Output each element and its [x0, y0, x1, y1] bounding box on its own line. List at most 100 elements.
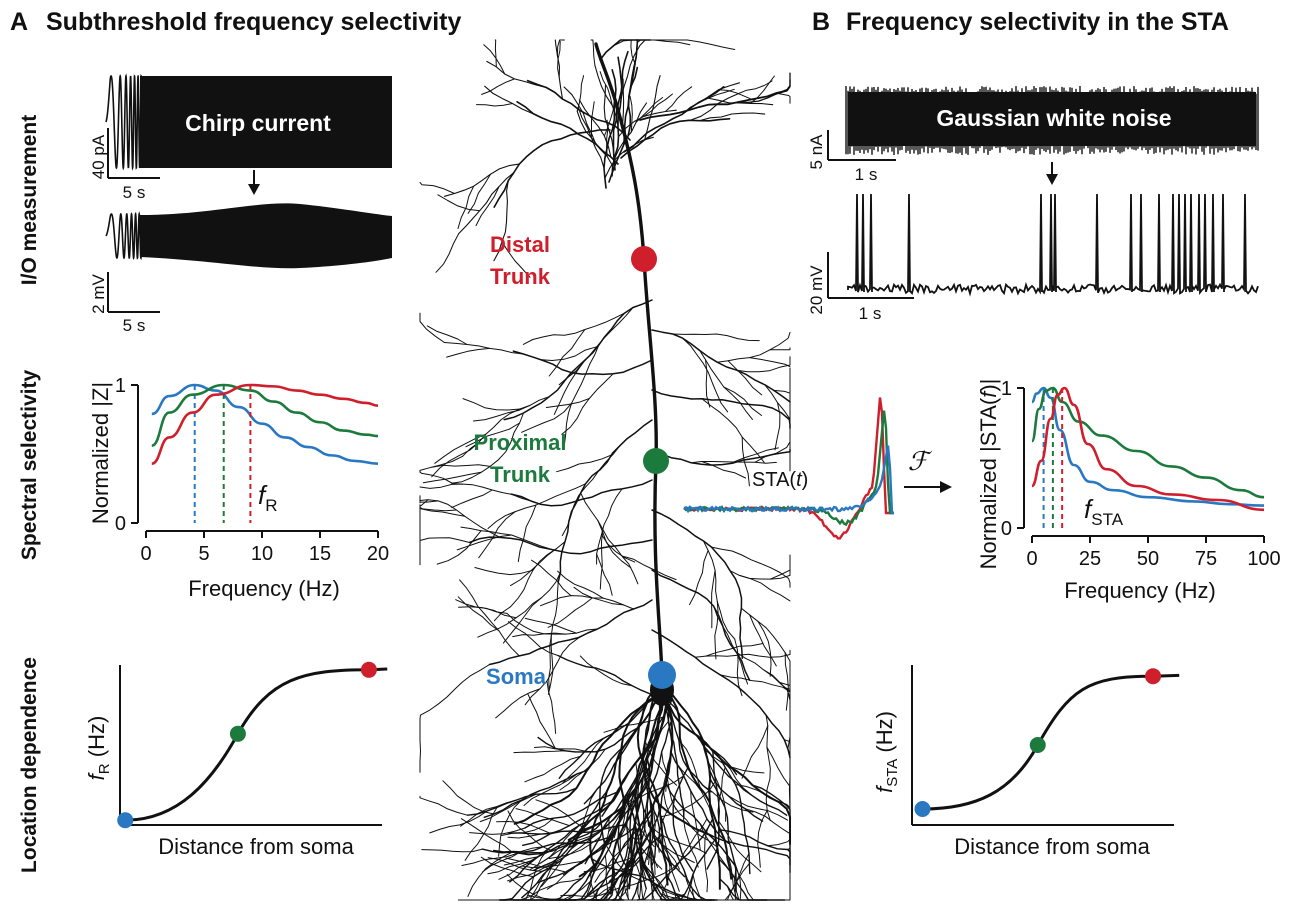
dendrite: [465, 422, 521, 448]
x-tick-label: 5: [198, 543, 209, 565]
dendrite: [644, 75, 661, 141]
panel-b-title: Frequency selectivity in the STA: [846, 8, 1229, 36]
dendrite: [495, 688, 541, 719]
dendrite: [642, 807, 658, 869]
dendrite: [419, 537, 470, 566]
dendrite: [513, 689, 666, 825]
dendrite: [757, 810, 768, 868]
dendrite: [640, 857, 671, 901]
noise-block: [848, 92, 1256, 146]
dendrite: [480, 856, 534, 878]
dendrite: [524, 755, 581, 783]
dendrite: [678, 739, 703, 794]
dendrite: [664, 86, 693, 112]
dendrite: [460, 818, 513, 853]
dendrite: [686, 39, 736, 50]
dendrite: [757, 620, 772, 677]
dendrite: [478, 511, 516, 559]
dendrite: [713, 605, 749, 685]
dendrite: [599, 71, 613, 107]
dendrite: [527, 693, 556, 749]
dendrite: [557, 654, 661, 697]
dendrite: [672, 766, 694, 872]
dendrite: [483, 44, 506, 75]
dendrite: [601, 534, 636, 563]
dendrite: [522, 312, 625, 345]
dendrite: [547, 597, 593, 628]
dendrite: [646, 720, 673, 827]
location-marker-soma: [117, 812, 134, 829]
fr-location-y-label: fR (Hz): [84, 716, 113, 781]
dendrite: [706, 750, 720, 870]
dendrite: [608, 785, 638, 883]
dendrite: [639, 778, 650, 840]
location-marker-proximal: [1029, 737, 1046, 753]
chirp-current-scalebar: 40 pA 5 s: [89, 128, 160, 202]
dendrite: [576, 110, 614, 167]
dendrite: [515, 808, 570, 827]
dendrite: [594, 64, 619, 128]
fsta-location-curve-group: [911, 665, 1180, 826]
dendrite: [737, 80, 773, 95]
proximal-label-line1: Proximal: [474, 430, 567, 455]
dendrite: [536, 827, 635, 884]
dendrite: [512, 350, 653, 376]
dendrite: [507, 621, 559, 657]
dendrite: [706, 97, 774, 106]
dendrite: [435, 233, 460, 273]
fourier-transform-arrow: ℱ: [904, 447, 952, 493]
dendrite: [546, 680, 557, 734]
fr-location-x-label: Distance from soma: [158, 834, 354, 859]
dendrite: [620, 118, 731, 159]
dendrite: [641, 689, 714, 837]
dendrite: [623, 85, 725, 153]
distal-trunk-marker: [631, 246, 657, 272]
dendrite: [462, 396, 550, 457]
dendrite: [493, 129, 611, 208]
dendrite: [488, 599, 653, 666]
pyramidal-neuron: [419, 39, 791, 901]
sta-time-label: STA(t): [752, 469, 808, 491]
noise-arrow: [1046, 162, 1058, 185]
dendrite: [613, 39, 688, 47]
series-soma-line: [151, 383, 379, 465]
dendrite: [617, 767, 646, 871]
scalebar-voltage-label: 2 mV: [89, 274, 108, 314]
dendrite: [613, 102, 648, 161]
fsta-annotation: fSTA: [1084, 494, 1124, 529]
dendrite: [608, 66, 639, 183]
dendrite: [666, 699, 712, 793]
dendrite: [431, 441, 480, 478]
fsta-location-plot: Distance from soma fSTA (Hz): [872, 665, 1180, 859]
dendrite: [651, 448, 791, 466]
dendrite: [634, 784, 647, 890]
dendrite: [512, 632, 567, 638]
dendrite: [579, 655, 633, 687]
dendrite: [486, 60, 547, 89]
noise-current-trace: Gaussian white noise: [845, 86, 1259, 155]
dendrite: [647, 798, 654, 860]
dendrite: [597, 519, 632, 569]
dendrite: [618, 888, 647, 901]
dendrite: [774, 402, 781, 451]
dendrite: [711, 835, 791, 866]
dendrite: [419, 483, 464, 489]
soma-marker: [648, 661, 676, 689]
dendrite: [690, 461, 777, 464]
dendrite: [734, 638, 743, 697]
dendrite: [521, 402, 573, 433]
impedance-x-label: Frequency (Hz): [188, 576, 340, 601]
x-tick-label: 0: [1026, 548, 1037, 570]
location-curve: [125, 667, 388, 822]
dendrite: [521, 860, 584, 869]
dendrite: [643, 867, 713, 901]
fsta-location-y-label: fSTA (Hz): [872, 711, 901, 793]
y-tick-label: 1: [1001, 378, 1012, 400]
dendrite: [617, 109, 677, 138]
dendrite: [590, 39, 596, 66]
dendrite: [545, 398, 590, 408]
dendrite: [714, 601, 719, 660]
